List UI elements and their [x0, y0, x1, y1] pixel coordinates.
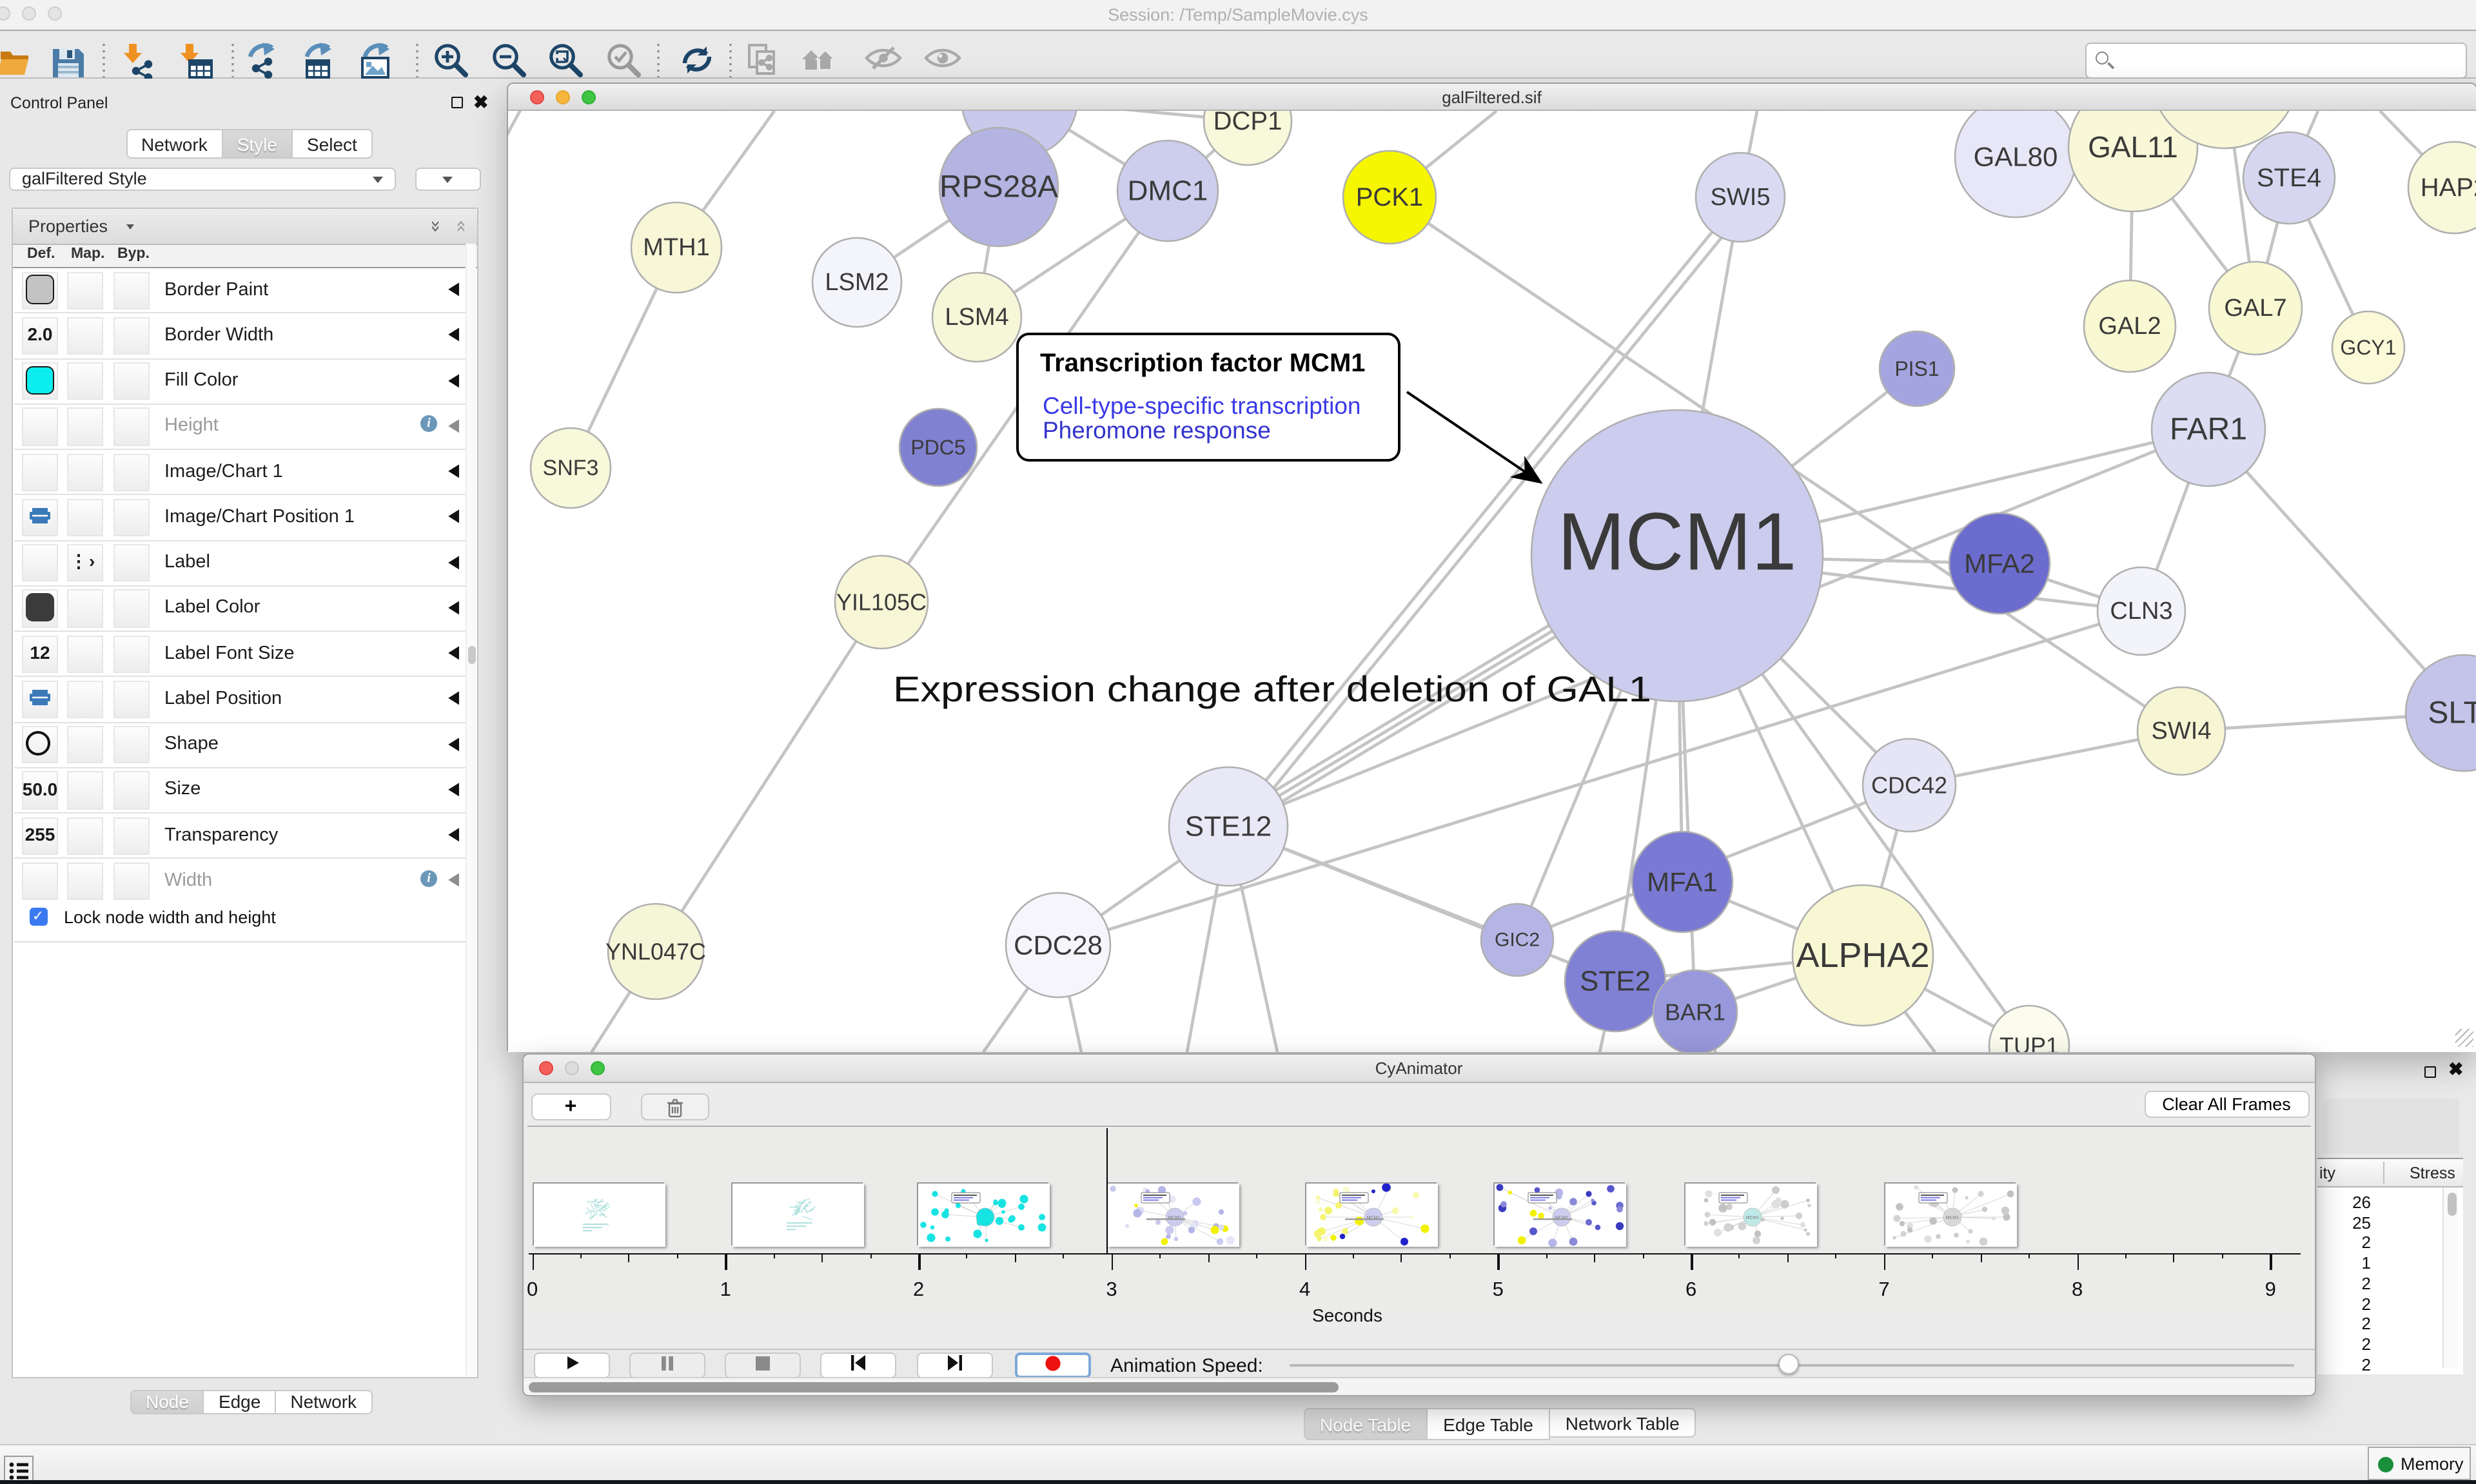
svg-text:STE4: STE4: [2256, 164, 2321, 192]
svg-text:PCK1: PCK1: [1355, 183, 1423, 211]
svg-text:LSM2: LSM2: [824, 269, 888, 296]
svg-text:GAL80: GAL80: [1973, 142, 2058, 172]
svg-text:SWI4: SWI4: [2151, 718, 2211, 745]
svg-text:MCM1: MCM1: [1367, 1216, 1380, 1220]
svg-text:RPS28B: RPS28B: [965, 111, 1074, 115]
svg-text:PDC5: PDC5: [910, 436, 965, 459]
svg-text:HAP2: HAP2: [2420, 173, 2476, 202]
svg-text:GAL2: GAL2: [2098, 313, 2160, 340]
svg-text:MCM1: MCM1: [1557, 496, 1796, 587]
svg-text:YIL105C: YIL105C: [836, 589, 926, 616]
svg-text:MCM1: MCM1: [1168, 1216, 1182, 1220]
svg-text:BAR1: BAR1: [1664, 999, 1725, 1026]
svg-text:FAR1: FAR1: [2169, 413, 2246, 447]
svg-text:MFA1: MFA1: [1646, 867, 1717, 897]
svg-text:CLN3: CLN3: [2109, 598, 2172, 625]
svg-text:SWI5: SWI5: [1710, 184, 1770, 211]
svg-text:MCM1: MCM1: [1746, 1216, 1760, 1220]
svg-text:STE12: STE12: [1184, 811, 1272, 843]
svg-text:SNF3: SNF3: [542, 456, 598, 480]
svg-text:PIS1: PIS1: [1894, 357, 1938, 380]
svg-text:DCP1: DCP1: [1213, 111, 1282, 135]
svg-text:YNL047C: YNL047C: [605, 939, 705, 965]
svg-text:STE2: STE2: [1579, 966, 1650, 997]
svg-text:LSM4: LSM4: [944, 304, 1008, 331]
svg-text:SLT2: SLT2: [2427, 696, 2476, 730]
svg-text:MCM1: MCM1: [1946, 1216, 1960, 1220]
svg-text:CDC28: CDC28: [1013, 930, 1102, 961]
svg-text:ALPHA2: ALPHA2: [1795, 936, 1929, 975]
svg-text:TUP1: TUP1: [1999, 1033, 2058, 1053]
svg-text:MTH1: MTH1: [642, 234, 709, 261]
svg-text:MCM1: MCM1: [1555, 1216, 1569, 1220]
svg-text:Expression change after deleti: Expression change after deletion of GAL1: [892, 669, 1651, 709]
svg-text:RPS28A: RPS28A: [939, 170, 1057, 204]
svg-text:CDC42: CDC42: [1871, 772, 1947, 799]
svg-text:GAL7: GAL7: [2223, 295, 2286, 322]
svg-text:DMC1: DMC1: [1127, 175, 1208, 207]
svg-text:MFA2: MFA2: [1963, 549, 2034, 579]
svg-text:GIC2: GIC2: [1494, 930, 1539, 951]
svg-text:GAL11: GAL11: [2087, 130, 2177, 164]
svg-text:GCY1: GCY1: [2339, 336, 2395, 359]
